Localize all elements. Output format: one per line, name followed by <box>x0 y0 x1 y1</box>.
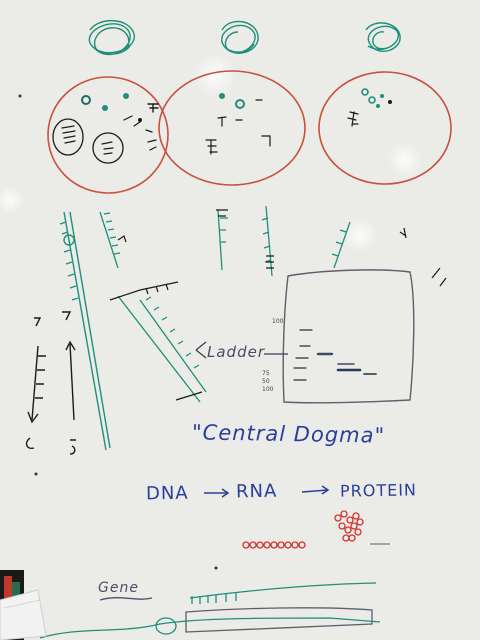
dna-strand-diagonal <box>117 295 207 403</box>
dna-strand-right-ticks <box>99 211 121 269</box>
rna-label: RNA <box>235 480 278 503</box>
gel-box <box>282 269 415 404</box>
light-glare <box>0 186 24 214</box>
gel-marker-label: 100 <box>272 318 284 325</box>
light-glare <box>387 142 423 178</box>
cell-1 <box>47 76 169 194</box>
light-glare <box>342 217 378 253</box>
stray-dot <box>34 472 38 476</box>
scribble-cluster <box>88 20 401 56</box>
gel-bands <box>293 329 377 381</box>
light-glare <box>193 53 237 97</box>
gel-marker-label: 75 <box>262 370 270 377</box>
stray-dot <box>18 94 22 98</box>
mrna-chain <box>242 541 306 549</box>
gel-marker-label: 50 <box>262 378 270 385</box>
gel-marker-label: 100 <box>262 386 274 393</box>
dna-label: DNA <box>145 482 189 505</box>
strand-marks <box>216 209 407 269</box>
primer-lines <box>109 235 203 401</box>
dna-strand-long <box>59 211 111 451</box>
gene-label: Gene <box>98 580 139 596</box>
cell-3 <box>318 71 452 185</box>
marker-cup <box>0 570 47 640</box>
central-dogma-heading: "Central Dogma" <box>191 420 386 448</box>
dna-strand-middle <box>217 205 351 277</box>
gene-diagram <box>39 582 381 639</box>
cell-contents <box>52 88 392 164</box>
ladder-label: Ladder <box>207 343 265 361</box>
ladder-arrow <box>195 341 288 359</box>
protein-fold <box>334 510 364 542</box>
cell-2 <box>158 70 306 186</box>
direction-arrows <box>25 311 76 455</box>
protein-label: PROTEIN <box>339 480 418 501</box>
stray-dot <box>214 566 218 570</box>
stray-mark <box>431 267 447 287</box>
flow-arrows <box>204 485 330 498</box>
